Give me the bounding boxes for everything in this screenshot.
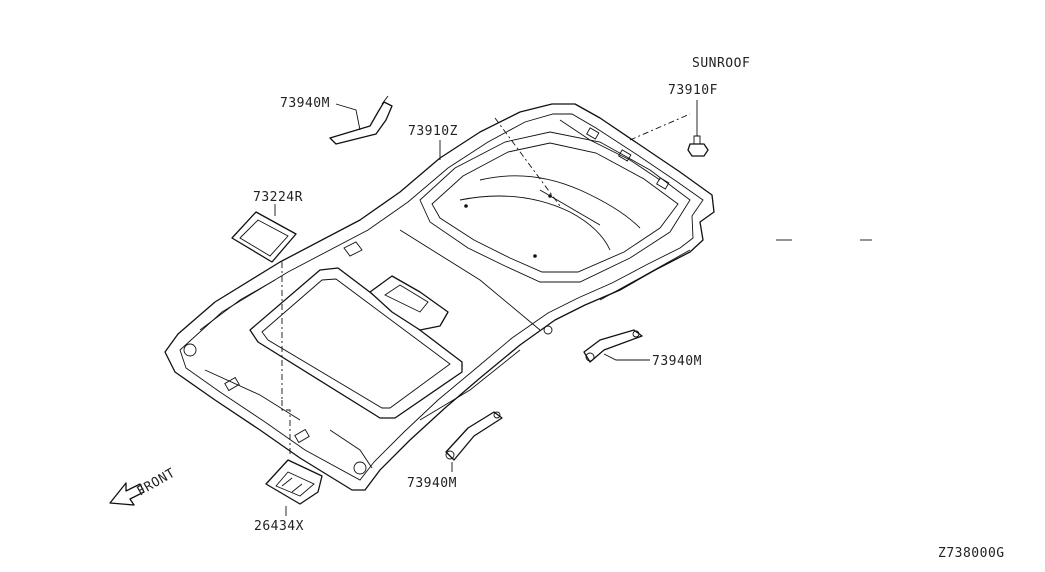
assist-grip-top (329, 95, 393, 145)
sunroof-label: SUNRΟΟF (692, 56, 750, 71)
map-lamp-73224R (231, 204, 297, 400)
front-arrow-icon (109, 482, 145, 506)
part-label-73940M-bottom: 73940M (407, 476, 457, 491)
front-label: FRONT (135, 466, 179, 500)
part-label-73910Z: 73910Z (408, 124, 458, 139)
room-lamp-26434X (265, 400, 323, 516)
clip-73910F (629, 100, 709, 157)
part-label-73940M-top: 73940M (280, 96, 330, 111)
part-label-26434X: 26434X (254, 519, 304, 534)
diagram-code: Z738000G (938, 546, 1005, 561)
part-label-73224R: 73224R (253, 190, 303, 205)
part-label-73910F: 73910F (668, 83, 718, 98)
headliner-panel (164, 103, 715, 491)
assist-grip-right (583, 329, 650, 363)
assist-grip-bottom (445, 411, 503, 472)
part-label-73940M-right: 73940M (652, 354, 702, 369)
